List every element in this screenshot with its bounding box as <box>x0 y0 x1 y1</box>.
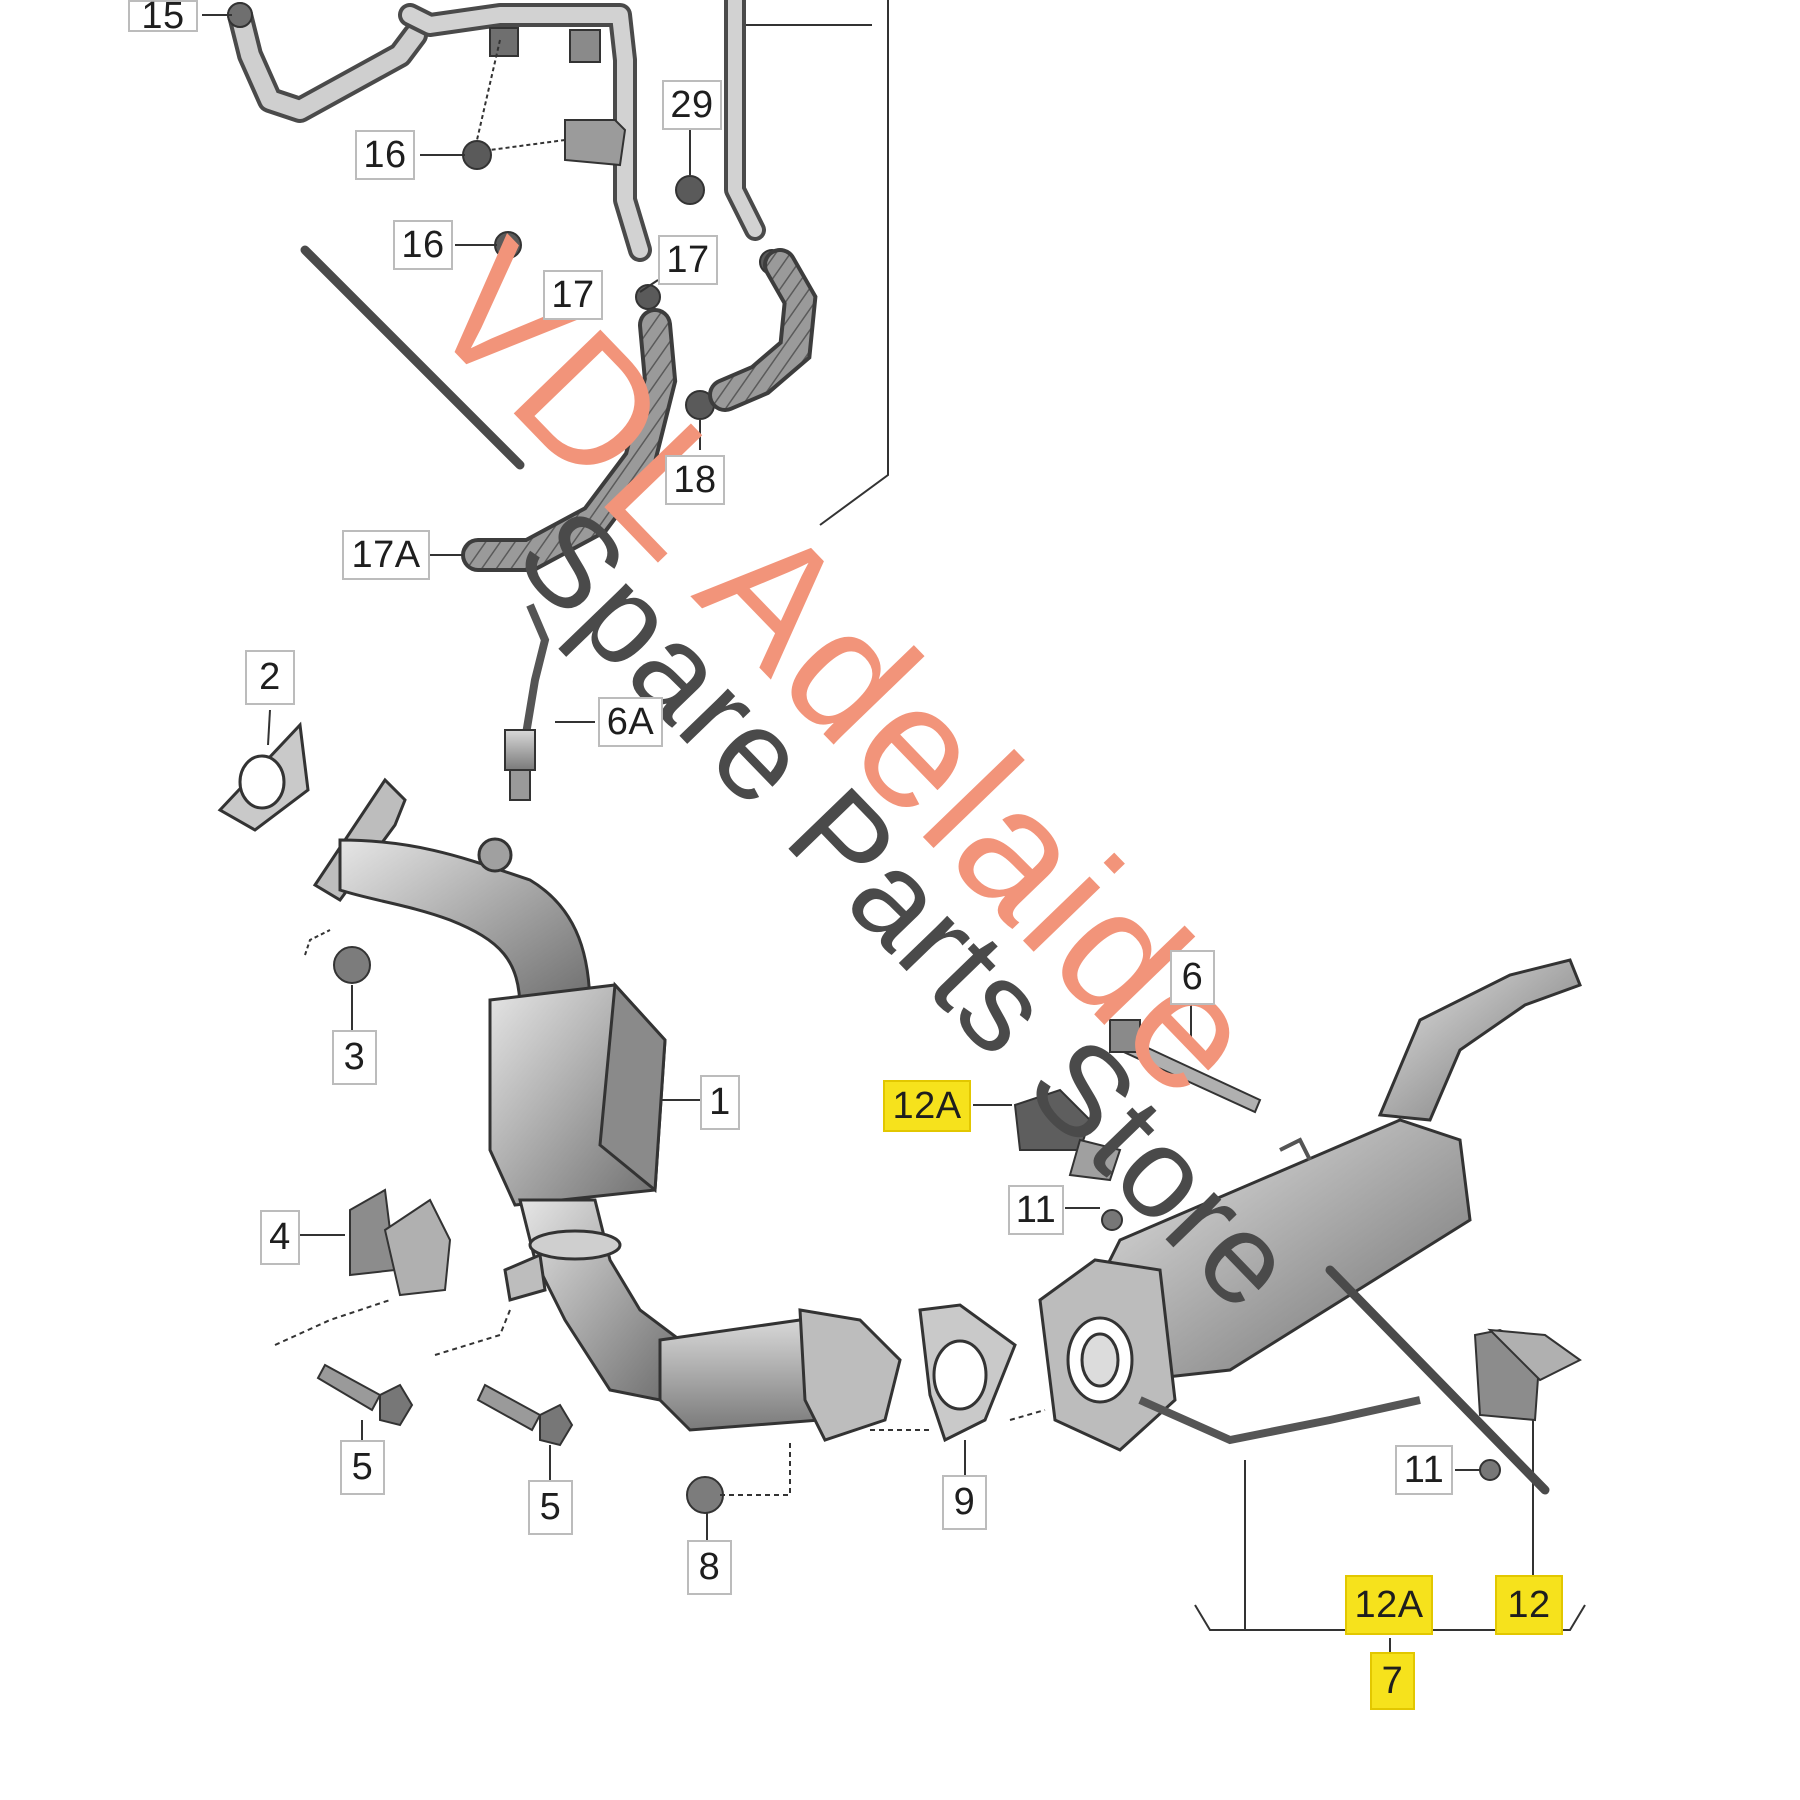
callout-16: 16 <box>355 130 415 180</box>
gasket-9 <box>918 1303 1017 1443</box>
bracket-12 <box>1473 1328 1582 1481</box>
callout-12-bracket: 12 <box>1495 1575 1563 1635</box>
particulate-filter-7 <box>1038 958 1582 1452</box>
callout-17a: 17A <box>342 530 430 580</box>
leader-lines <box>202 14 1586 1652</box>
callout-5: 5 <box>528 1480 573 1535</box>
callout-29: 29 <box>662 80 722 130</box>
nuts <box>333 946 724 1514</box>
callout-6a: 6A <box>598 697 663 747</box>
callout-16: 16 <box>393 220 453 270</box>
temp-sensor-6 <box>1109 1019 1262 1114</box>
catalytic-converter-1 <box>312 777 902 1442</box>
callout-15: 15 <box>128 0 198 37</box>
gasket-2 <box>217 721 310 832</box>
braided-hoses <box>461 248 818 572</box>
callout-5: 5 <box>340 1440 385 1495</box>
callout-3: 3 <box>332 1030 377 1085</box>
lambda-sensor-6a <box>504 603 550 801</box>
callout-2: 2 <box>245 650 295 705</box>
callout-1: 1 <box>700 1075 740 1130</box>
callout-4: 4 <box>260 1210 300 1265</box>
coolant-pipes <box>227 0 766 262</box>
bolts-5 <box>316 1363 574 1447</box>
bracket-4 <box>349 1188 452 1297</box>
callout-11: 11 <box>1395 1445 1453 1495</box>
callout-6: 6 <box>1170 950 1215 1005</box>
callout-7-particulate-filter: 7 <box>1370 1652 1415 1710</box>
watermark-strokes <box>300 245 1550 1495</box>
callout-9: 9 <box>942 1475 987 1530</box>
bracket-lines-top <box>745 0 889 526</box>
callout-11: 11 <box>1008 1185 1064 1235</box>
callout-12a-assembly: 12A <box>1345 1575 1433 1635</box>
callout-17: 17 <box>543 270 603 320</box>
callout-12a-bracket: 12A <box>883 1080 971 1132</box>
bracket-12a <box>1013 1088 1123 1231</box>
callout-8: 8 <box>687 1540 732 1595</box>
callout-18: 18 <box>665 455 725 505</box>
callout-17: 17 <box>658 235 718 285</box>
